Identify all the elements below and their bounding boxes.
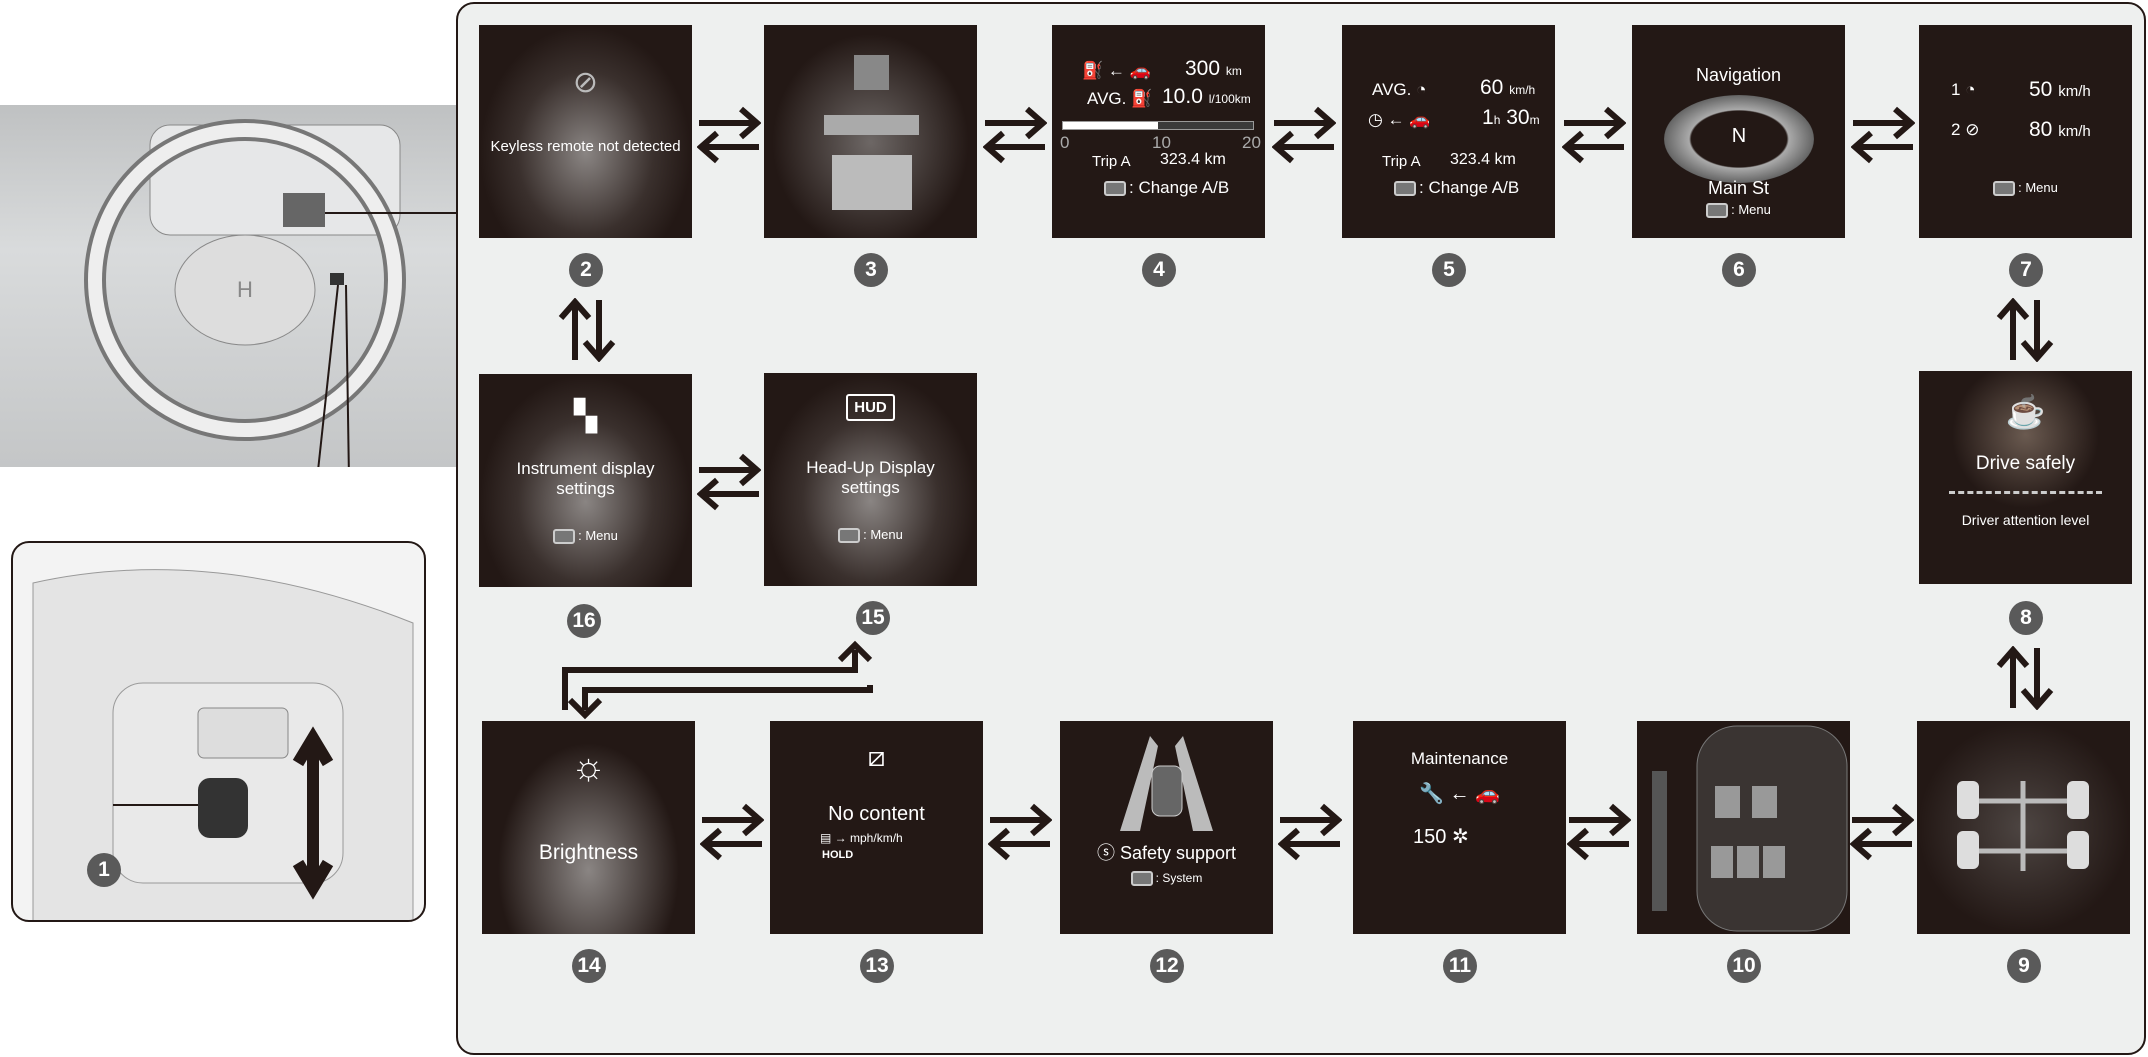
fuel-icon: ⛽ ← 🚗 — [1082, 61, 1151, 80]
screen-maintenance: Maintenance 🔧 ← 🚗 150 ✲ — [1353, 721, 1566, 934]
fuel-economy-icon: ⛽ — [1131, 89, 1153, 108]
callout-12: 12 — [1150, 949, 1184, 983]
fuel-gauge — [1062, 121, 1254, 130]
hud-icon: HUD — [846, 394, 895, 421]
callout-8: 8 — [2009, 601, 2043, 635]
powertrain-illustration — [824, 55, 919, 210]
arrow-10-9 — [1850, 800, 1914, 864]
switch-inset: 1 — [11, 541, 426, 922]
callout-5: 5 — [1432, 253, 1466, 287]
arrow-5-6 — [1562, 103, 1626, 167]
arrow-7-8 — [1993, 298, 2057, 362]
arrow-11-10 — [1567, 800, 1631, 864]
speedometer-icon: ◔ — [1416, 80, 1427, 99]
callout-14: 14 — [572, 949, 606, 983]
callout-15: 15 — [856, 601, 890, 635]
steering-switch-icon — [1706, 203, 1729, 219]
speed-limit-1-icon: 1 ◔ — [1951, 80, 1976, 99]
steering-switch-icon — [1394, 181, 1416, 197]
arrow-2-3 — [697, 103, 761, 167]
steering-switch-icon — [553, 529, 576, 545]
arrow-6-7 — [1851, 103, 1915, 167]
screen-no-content: ⧄ No content ▤ → mph/km/h HOLD — [770, 721, 983, 934]
clock-car-icon: ◷ ← 🚗 — [1368, 110, 1431, 129]
compass-icon: N — [1664, 95, 1814, 183]
screen-brightness: ☼ Brightness — [482, 721, 695, 934]
screen-powertrain — [764, 25, 977, 238]
wrench-car-icon: 🔧 ← 🚗 — [1419, 783, 1500, 805]
callout-2: 2 — [569, 253, 603, 287]
screen-awd-torque — [1917, 721, 2130, 934]
screen-keyless-warning: ⊘ Keyless remote not detected — [479, 25, 692, 238]
safety-icon: ⓢ — [1096, 843, 1115, 863]
screen-trip-info: AVG. ◔ 60 km/h ◷ ← 🚗 1h 30m Trip A 323.4… — [1342, 25, 1555, 238]
speed-limit-2-icon: 2 ⊘ — [1951, 120, 1980, 139]
arrow-2-16 — [555, 298, 619, 362]
display-highlight — [283, 193, 325, 227]
arrow-16-15 — [697, 450, 761, 514]
steering-switch-icon — [838, 528, 861, 544]
arrow-14-13 — [700, 800, 764, 864]
arrow-15-14 — [562, 640, 873, 720]
callout-6: 6 — [1722, 253, 1756, 287]
callout-10: 10 — [1727, 949, 1761, 983]
callout-7: 7 — [2009, 253, 2043, 287]
steering-wheel-illustration: H — [84, 119, 456, 546]
attention-level-bar — [1949, 491, 2102, 494]
arrow-12-11 — [1278, 800, 1342, 864]
thumb-wheel-icon: ▤ → — [820, 831, 847, 845]
no-content-icon: ⧄ — [867, 741, 886, 772]
lane-car-illustration — [1120, 736, 1213, 831]
steering-switch-icon — [1104, 181, 1126, 197]
callout-9: 9 — [2007, 949, 2041, 983]
screen-instrument-settings: ▚ Instrument display settings : Menu — [479, 374, 692, 587]
warning-text: Keyless remote not detected — [490, 138, 681, 155]
keyless-remote-icon: ⊘ — [572, 66, 599, 99]
callout-4: 4 — [1142, 253, 1176, 287]
seatbelt-car-illustration — [1652, 725, 1848, 932]
coffee-cup-icon: ☕ — [2005, 394, 2046, 430]
oil-life-icon: ✲ — [1451, 826, 1469, 848]
callout-16: 16 — [567, 604, 601, 638]
arrow-13-12 — [988, 800, 1052, 864]
display-flow-panel — [456, 2, 2146, 1055]
steering-switch-icon — [1993, 181, 2016, 197]
thumb-wheel — [198, 778, 248, 838]
brightness-icon: ☼ — [571, 746, 606, 788]
screen-hud-settings: HUD Head-Up Display settings : Menu — [764, 373, 977, 586]
screen-seatbelt-status — [1637, 721, 1850, 934]
screen-drive-safely: ☕ Drive safely Driver attention level — [1919, 371, 2132, 584]
instrument-display-icon: ▚ — [573, 400, 598, 433]
callout-1: 1 — [87, 853, 121, 887]
screen-navigation: Navigation N Main St : Menu — [1632, 25, 1845, 238]
callout-3: 3 — [854, 253, 888, 287]
screen-speed-limits: 1 ◔ 50 km/h 2 ⊘ 80 km/h : Menu — [1919, 25, 2132, 238]
dashboard-photo: H — [0, 105, 456, 546]
arrow-3-4 — [983, 103, 1047, 167]
steering-switch-icon — [1130, 871, 1153, 887]
screen-fuel-economy: ⛽ ← 🚗 300 km AVG. ⛽ 10.0 l/100km 0 10 20… — [1052, 25, 1265, 238]
fuel-gauge-fill — [1063, 122, 1158, 129]
callout-13: 13 — [860, 949, 894, 983]
awd-illustration — [1957, 781, 2089, 871]
callout-11: 11 — [1443, 949, 1477, 983]
svg-text:H: H — [237, 277, 253, 302]
screen-safety-support: ⓢ Safety support : System — [1060, 721, 1273, 934]
arrow-8-9 — [1993, 646, 2057, 710]
arrow-4-5 — [1272, 103, 1336, 167]
